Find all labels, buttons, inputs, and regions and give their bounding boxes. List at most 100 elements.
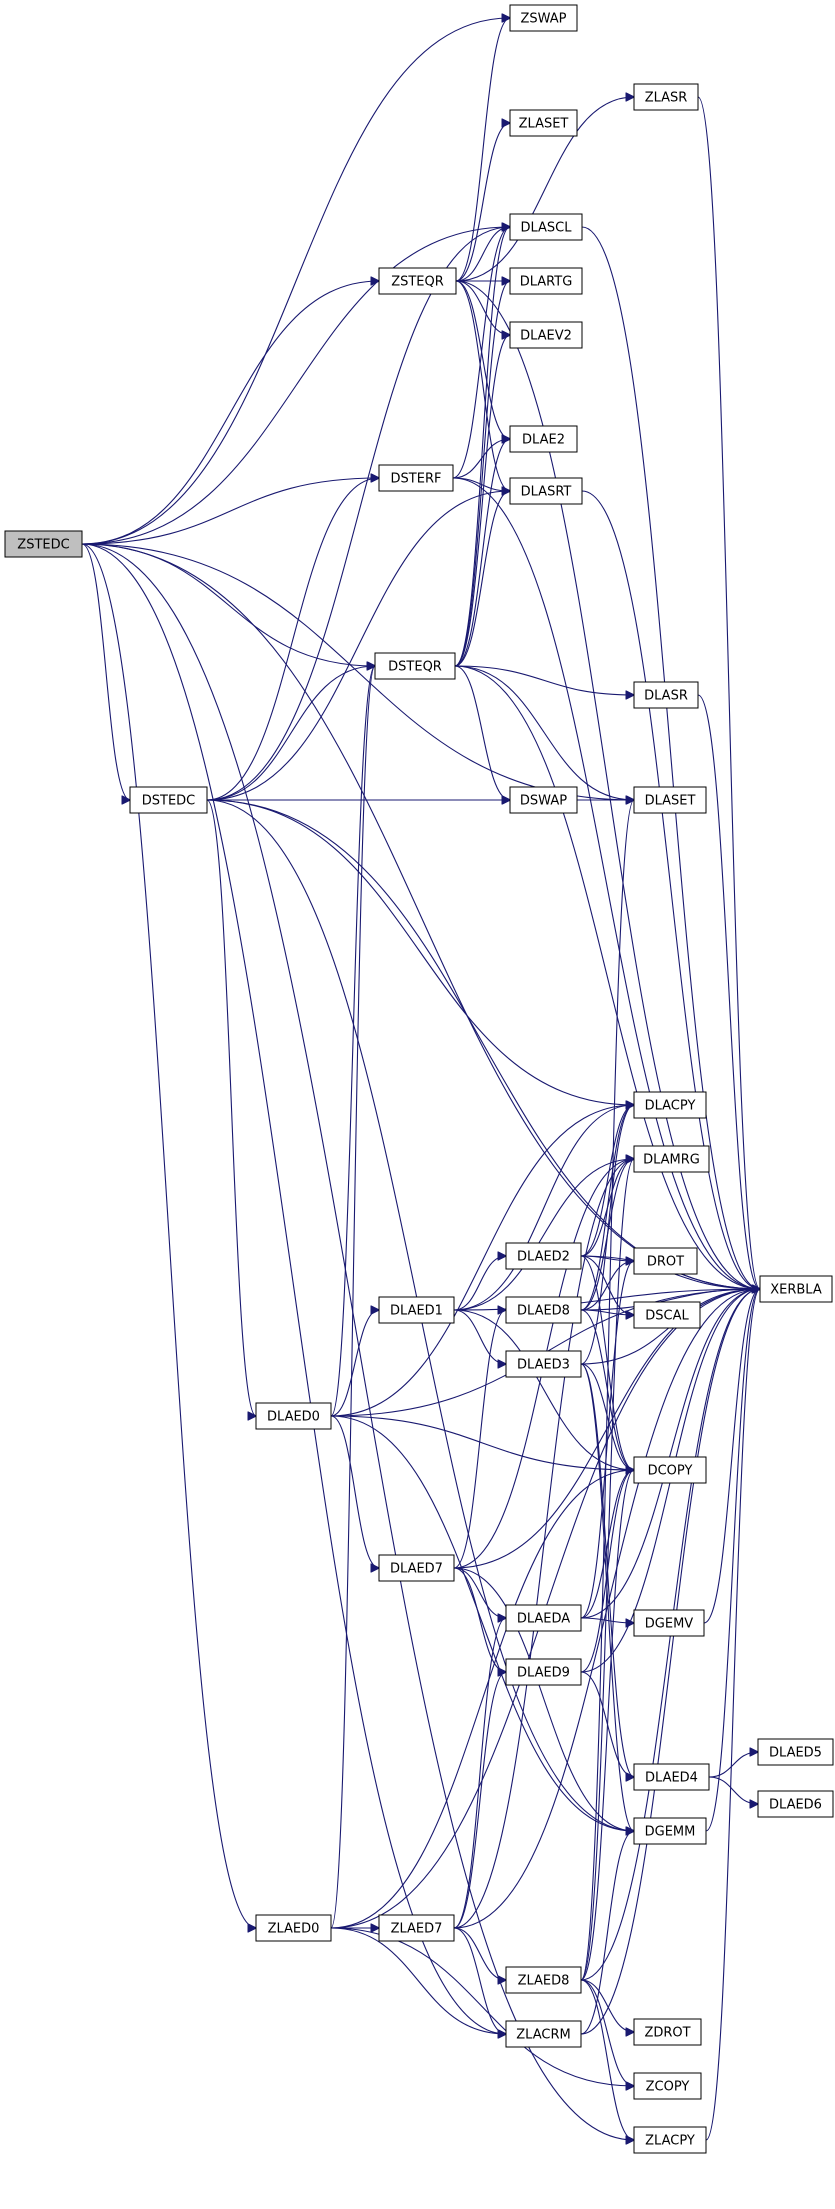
node-box-zlacrm[interactable] xyxy=(505,2020,582,2048)
node-zlacrm[interactable]: ZLACRM xyxy=(505,2020,582,2048)
node-box-dlaed5[interactable] xyxy=(757,1738,834,1766)
node-dstedc[interactable]: DSTEDC xyxy=(129,786,208,814)
node-dlasrt[interactable]: DLASRT xyxy=(509,477,583,505)
node-zlaed7[interactable]: ZLAED7 xyxy=(378,1914,455,1942)
node-box-dlaed6[interactable] xyxy=(757,1790,834,1818)
node-box-dsteqr[interactable] xyxy=(374,652,456,680)
node-box-zlaed7[interactable] xyxy=(378,1914,455,1942)
node-drot[interactable]: DROT xyxy=(633,1247,698,1275)
node-box-dlaed0[interactable] xyxy=(255,1402,332,1430)
node-box-zlacpy[interactable] xyxy=(633,2126,707,2154)
node-dlaed1[interactable]: DLAED1 xyxy=(378,1296,455,1324)
node-box-dlaed8[interactable] xyxy=(505,1296,582,1324)
node-label-dlamrg: DLAMRG xyxy=(643,1153,700,1168)
node-box-zdrot[interactable] xyxy=(633,2018,702,2046)
node-dlacpy[interactable]: DLACPY xyxy=(633,1091,707,1119)
node-zlasr[interactable]: ZLASR xyxy=(633,83,699,111)
node-dlaed6[interactable]: DLAED6 xyxy=(757,1790,834,1818)
node-box-dgemm[interactable] xyxy=(633,1817,707,1845)
edge-dlaed0-to-dlaed7 xyxy=(330,1415,379,1568)
node-box-dlartg[interactable] xyxy=(509,267,583,295)
edge-dlaed4-to-dlaed6 xyxy=(708,1776,758,1804)
node-box-dlamrg[interactable] xyxy=(633,1145,710,1173)
node-box-zsteqr[interactable] xyxy=(378,267,457,295)
node-box-zstedc[interactable] xyxy=(4,530,83,558)
node-dswap[interactable]: DSWAP xyxy=(509,786,578,814)
node-zdrot[interactable]: ZDROT xyxy=(633,2018,702,2046)
node-dsterf[interactable]: DSTERF xyxy=(378,464,454,492)
node-zswap[interactable]: ZSWAP xyxy=(509,4,578,32)
node-box-dlaed7[interactable] xyxy=(378,1554,455,1582)
node-dlaed5[interactable]: DLAED5 xyxy=(757,1738,834,1766)
node-dlaed4[interactable]: DLAED4 xyxy=(633,1763,710,1791)
node-box-dlaev2[interactable] xyxy=(509,321,583,349)
node-box-zlaed8[interactable] xyxy=(505,1966,582,1994)
node-zsteqr[interactable]: ZSTEQR xyxy=(378,267,457,295)
node-box-dswap[interactable] xyxy=(509,786,578,814)
node-dlae2[interactable]: DLAE2 xyxy=(509,425,578,453)
node-zlacpy[interactable]: ZLACPY xyxy=(633,2126,707,2154)
node-box-zlaed0[interactable] xyxy=(255,1914,332,1942)
node-box-dlascl[interactable] xyxy=(509,213,583,241)
node-dsteqr[interactable]: DSTEQR xyxy=(374,652,456,680)
node-box-dlae2[interactable] xyxy=(509,425,578,453)
node-box-drot[interactable] xyxy=(633,1247,698,1275)
node-box-zlasr[interactable] xyxy=(633,83,699,111)
node-dlaed2[interactable]: DLAED2 xyxy=(505,1242,582,1270)
node-box-dlasrt[interactable] xyxy=(509,477,583,505)
node-box-dlaset[interactable] xyxy=(633,786,707,814)
node-box-dlaed1[interactable] xyxy=(378,1296,455,1324)
node-dlaev2[interactable]: DLAEV2 xyxy=(509,321,583,349)
node-dcopy[interactable]: DCOPY xyxy=(633,1456,707,1484)
edge-zstedc-to-zlaed0 xyxy=(81,543,256,1928)
node-zstedc[interactable]: ZSTEDC xyxy=(4,530,83,558)
node-dlasr[interactable]: DLASR xyxy=(633,681,699,709)
edge-zlaed7-to-zlacrm xyxy=(453,1927,506,2034)
edge-dgemv-to-xerbla xyxy=(703,1289,760,1624)
node-dlaed7[interactable]: DLAED7 xyxy=(378,1554,455,1582)
node-dscal[interactable]: DSCAL xyxy=(633,1301,701,1329)
node-dlaset[interactable]: DLASET xyxy=(633,786,707,814)
edge-zlaed7-to-dlaeda xyxy=(453,1618,506,1929)
node-zlaset[interactable]: ZLASET xyxy=(509,109,578,137)
node-label-dlaed8: DLAED8 xyxy=(517,1304,570,1319)
node-box-dlacpy[interactable] xyxy=(633,1091,707,1119)
node-box-dsterf[interactable] xyxy=(378,464,454,492)
node-box-xerbla[interactable] xyxy=(759,1275,833,1303)
node-zlaed0[interactable]: ZLAED0 xyxy=(255,1914,332,1942)
node-box-zlaset[interactable] xyxy=(509,109,578,137)
node-box-dlaed4[interactable] xyxy=(633,1763,710,1791)
node-box-zswap[interactable] xyxy=(509,4,578,32)
node-box-dstedc[interactable] xyxy=(129,786,208,814)
edge-zstedc-to-dsterf xyxy=(81,478,379,545)
node-box-dgemv[interactable] xyxy=(633,1609,705,1637)
edge-dlaed0-to-dgemm xyxy=(330,1415,634,1831)
node-label-zlasr: ZLASR xyxy=(645,91,688,106)
node-zcopy[interactable]: ZCOPY xyxy=(633,2072,702,2100)
node-box-dlaeda[interactable] xyxy=(505,1604,582,1632)
edge-dlaed8-to-dlacpy xyxy=(580,1105,634,1311)
node-dlartg[interactable]: DLARTG xyxy=(509,267,583,295)
edge-zlaed0-to-dcopy xyxy=(330,1470,634,1929)
node-dlaed9[interactable]: DLAED9 xyxy=(505,1658,582,1686)
node-dgemm[interactable]: DGEMM xyxy=(633,1817,707,1845)
node-label-dlaed9: DLAED9 xyxy=(517,1666,570,1681)
node-dlascl[interactable]: DLASCL xyxy=(509,213,583,241)
node-box-dlaed2[interactable] xyxy=(505,1242,582,1270)
node-box-dlasr[interactable] xyxy=(633,681,699,709)
node-dlaed8[interactable]: DLAED8 xyxy=(505,1296,582,1324)
edge-dlaeda-to-xerbla xyxy=(580,1289,760,1619)
node-box-dcopy[interactable] xyxy=(633,1456,707,1484)
node-box-zcopy[interactable] xyxy=(633,2072,702,2100)
node-box-dlaed9[interactable] xyxy=(505,1658,582,1686)
node-box-dscal[interactable] xyxy=(633,1301,701,1329)
node-dlaed0[interactable]: DLAED0 xyxy=(255,1402,332,1430)
edge-dlaed0-to-dcopy xyxy=(330,1415,634,1470)
node-dgemv[interactable]: DGEMV xyxy=(633,1609,705,1637)
node-dlaeda[interactable]: DLAEDA xyxy=(505,1604,582,1632)
node-zlaed8[interactable]: ZLAED8 xyxy=(505,1966,582,1994)
node-box-dlaed3[interactable] xyxy=(505,1350,582,1378)
node-dlaed3[interactable]: DLAED3 xyxy=(505,1350,582,1378)
node-xerbla[interactable]: XERBLA xyxy=(759,1275,833,1303)
node-dlamrg[interactable]: DLAMRG xyxy=(633,1145,710,1173)
